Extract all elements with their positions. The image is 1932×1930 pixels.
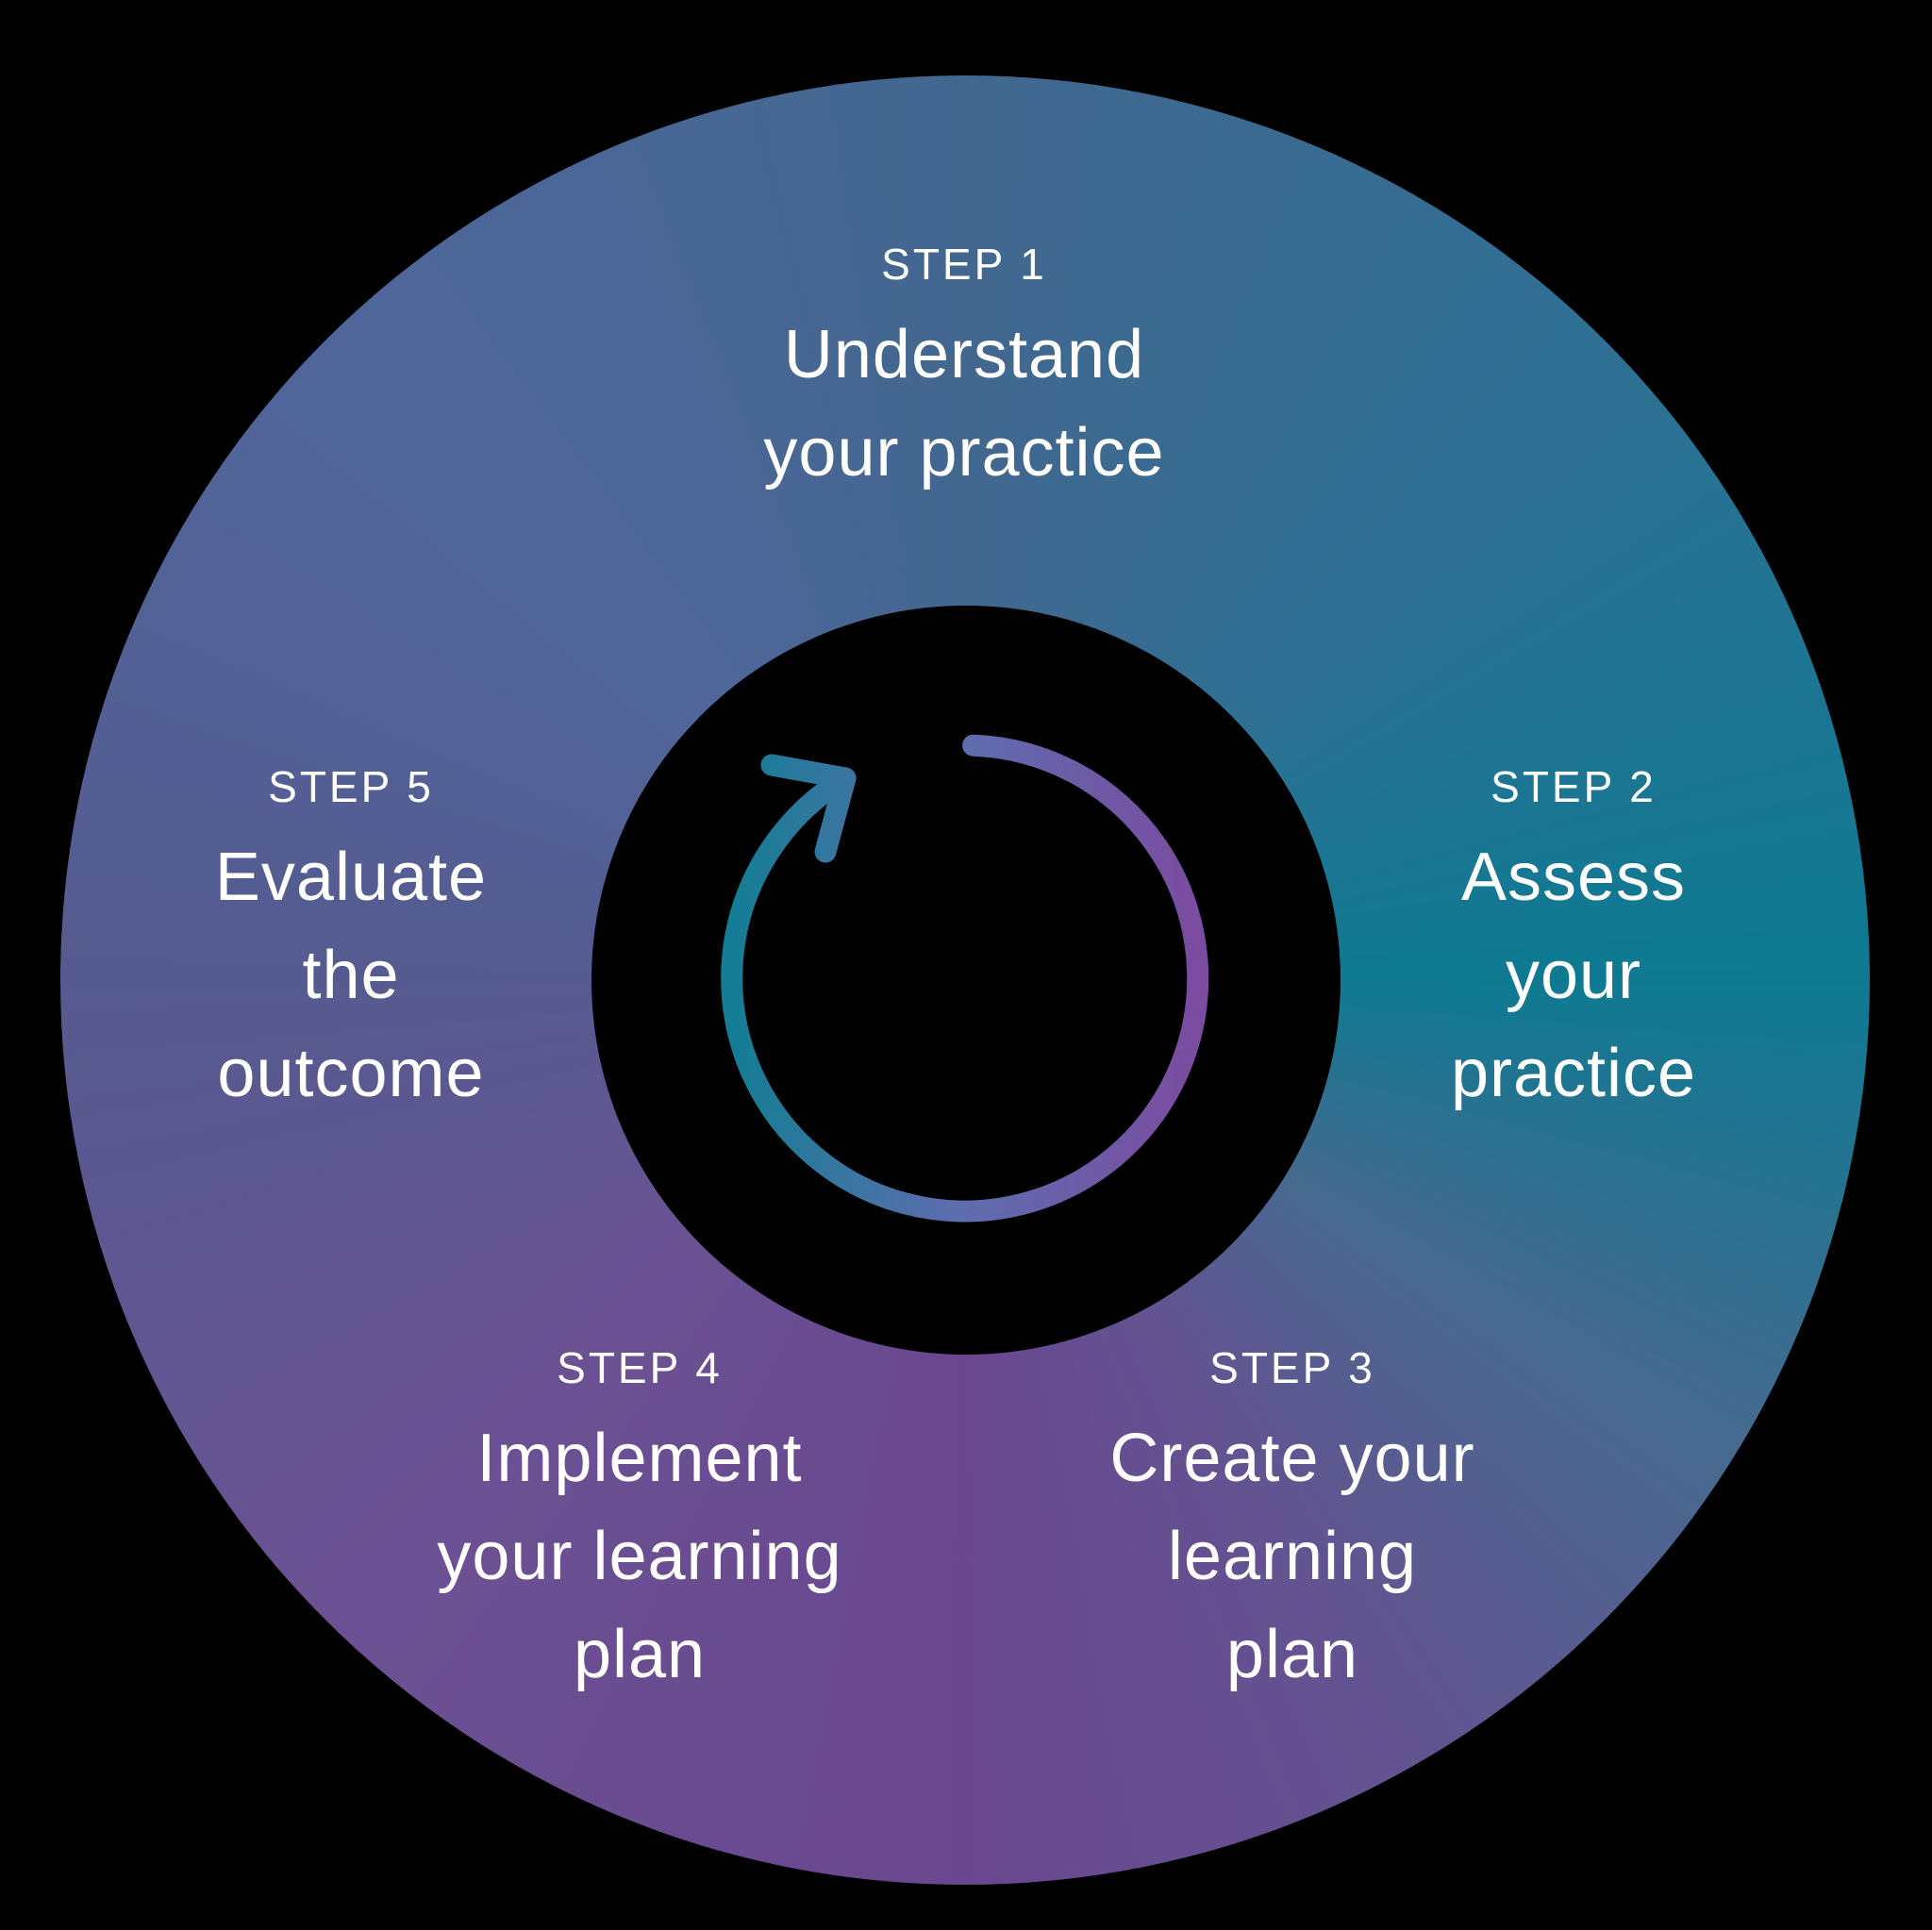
step-5-text-line: Evaluate bbox=[214, 840, 488, 915]
step-4-label: STEP 4 bbox=[557, 1343, 723, 1392]
step-4-text-line: your learning bbox=[437, 1519, 842, 1594]
step-2-label: STEP 2 bbox=[1491, 762, 1657, 811]
step-1-text-line: your practice bbox=[763, 415, 1165, 491]
donut-center-hole bbox=[591, 606, 1341, 1355]
step-4-text-line: plan bbox=[573, 1617, 707, 1692]
step-5-block: STEP 5 Evaluate the outcome bbox=[215, 760, 487, 1123]
step-3-text-line: Create your bbox=[1109, 1421, 1475, 1496]
step-5-text-line: the bbox=[302, 938, 400, 1013]
step-5-label: STEP 5 bbox=[268, 762, 434, 811]
step-3-block: STEP 3 Create your learning plan bbox=[1109, 1341, 1474, 1704]
step-3-text-line: plan bbox=[1225, 1617, 1359, 1692]
step-1-block: STEP 1 Understand your practice bbox=[763, 238, 1164, 502]
step-3-label: STEP 3 bbox=[1209, 1343, 1375, 1392]
step-2-text-line: Assess bbox=[1460, 840, 1687, 915]
step-2-text-line: your bbox=[1505, 938, 1642, 1013]
step-3-text-line: learning bbox=[1167, 1519, 1418, 1594]
step-1-text-line: Understand bbox=[783, 317, 1145, 392]
step-2-text-line: practice bbox=[1450, 1036, 1697, 1111]
step-2-block: STEP 2 Assess your practice bbox=[1451, 760, 1696, 1123]
step-4-block: STEP 4 Implement your learning plan bbox=[437, 1341, 841, 1704]
step-5-text-line: outcome bbox=[217, 1036, 485, 1111]
step-1-label: STEP 1 bbox=[881, 240, 1047, 289]
cycle-arc bbox=[721, 734, 1209, 1223]
step-4-text-line: Implement bbox=[476, 1421, 803, 1496]
cycle-arrowhead bbox=[760, 754, 857, 863]
